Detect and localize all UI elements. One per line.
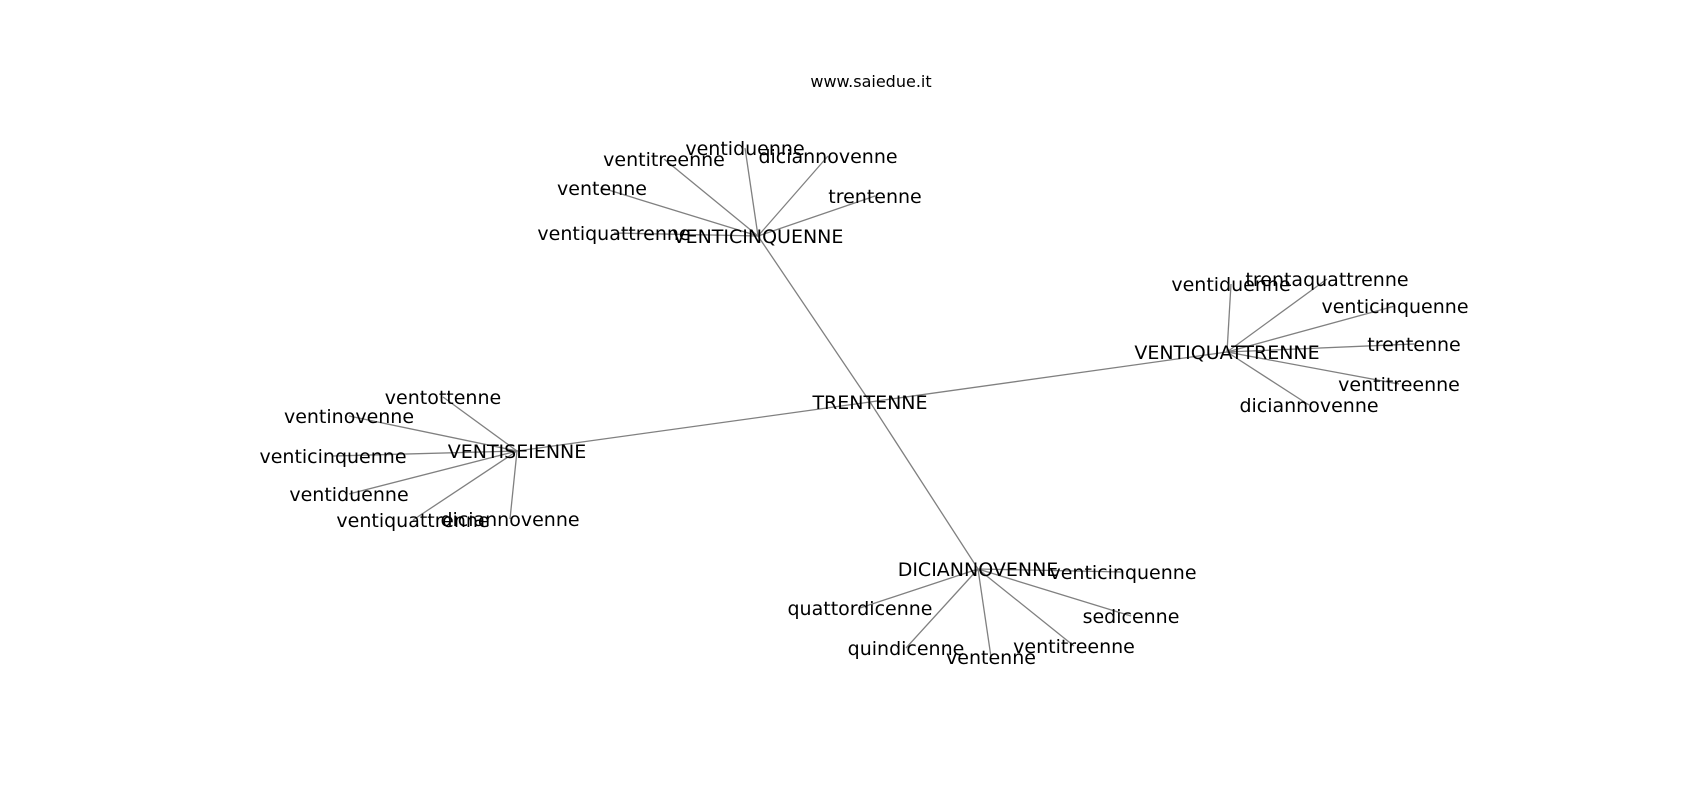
center-node-label: TRENTENNE bbox=[811, 392, 927, 414]
edge-h2-leaf-5 bbox=[1226, 351, 1310, 406]
leaf-node-label: quattordicenne bbox=[788, 598, 933, 620]
edge-h4-leaf-4 bbox=[977, 568, 992, 658]
edge-h1-leaf-3 bbox=[601, 187, 759, 237]
edge-h2-leaf-1 bbox=[1226, 278, 1328, 353]
leaf-node-label: quindicenne bbox=[848, 638, 965, 660]
edge-h1-leaf-4 bbox=[757, 195, 876, 237]
leaf-node-label: diciannovenne bbox=[440, 509, 579, 531]
edge-h1-leaf-0 bbox=[744, 147, 759, 237]
leaf-node-label: trentenne bbox=[828, 186, 922, 208]
edge-h3-leaf-4 bbox=[412, 450, 518, 521]
edge-h1-leaf-1 bbox=[757, 155, 829, 237]
leaf-node-label: ventiduenne bbox=[289, 484, 408, 506]
edge-center-h2 bbox=[869, 351, 1228, 403]
edge-h2-leaf-3 bbox=[1226, 343, 1415, 353]
leaf-node-label: ventinovenne bbox=[284, 406, 414, 428]
hub-node-label: VENTIQUATTRENNE bbox=[1134, 342, 1319, 364]
hub-node-label: DICIANNOVENNE bbox=[898, 559, 1059, 581]
edge-h3-leaf-3 bbox=[348, 450, 518, 495]
edge-h3-leaf-5 bbox=[509, 450, 518, 520]
leaf-node-label: ventenne bbox=[557, 178, 647, 200]
hub-node-label: VENTICINQUENNE bbox=[673, 226, 844, 248]
edge-h1-leaf-5 bbox=[613, 232, 759, 237]
leaf-node-label: venticinquenne bbox=[1049, 562, 1196, 584]
edge-center-h3 bbox=[516, 401, 871, 452]
edge-h4-leaf-5 bbox=[977, 568, 1075, 647]
leaf-node-label: ventenne bbox=[946, 647, 1036, 669]
leaf-node-label: ventiduenne bbox=[1171, 274, 1290, 296]
edge-h3-leaf-0 bbox=[442, 396, 518, 452]
edge-h4-leaf-2 bbox=[977, 568, 1132, 617]
leaf-node-label: ventitreenne bbox=[603, 149, 725, 171]
leaf-node-label: trentenne bbox=[1367, 334, 1461, 356]
edge-center-h4 bbox=[869, 401, 979, 570]
leaf-node-label: diciannovenne bbox=[1239, 395, 1378, 417]
leaf-node-label: trentaquattrenne bbox=[1245, 269, 1408, 291]
leaf-node-label: ventiquattrenne bbox=[537, 223, 690, 245]
edges-layer bbox=[332, 147, 1415, 658]
edge-h4-leaf-1 bbox=[859, 568, 979, 609]
edge-h4-leaf-0 bbox=[977, 568, 1124, 573]
leaf-node-label: venticinquenne bbox=[1321, 296, 1468, 318]
edge-h2-leaf-0 bbox=[1226, 283, 1232, 353]
leaf-node-label: sedicenne bbox=[1083, 606, 1180, 628]
edge-h2-leaf-4 bbox=[1226, 351, 1400, 385]
leaf-node-label: ventiduenne bbox=[685, 138, 804, 160]
edge-h1-leaf-2 bbox=[663, 158, 759, 237]
labels-layer: ventiduennediciannovenneventitreennevent… bbox=[259, 138, 1468, 669]
leaf-node-label: ventitreenne bbox=[1338, 374, 1460, 396]
edge-h3-leaf-2 bbox=[332, 450, 518, 457]
edge-h2-leaf-2 bbox=[1226, 305, 1396, 353]
edge-center-h1 bbox=[757, 235, 871, 403]
edge-h3-leaf-1 bbox=[348, 415, 518, 452]
leaf-node-label: ventottenne bbox=[385, 387, 501, 409]
leaf-node-label: diciannovenne bbox=[758, 146, 897, 168]
leaf-node-label: ventiquattrenne bbox=[336, 510, 489, 532]
leaf-node-label: ventitreenne bbox=[1013, 636, 1135, 658]
hub-node-label: VENTISEIENNE bbox=[448, 441, 587, 463]
diagram-title: www.saiedue.it bbox=[810, 72, 932, 91]
leaf-node-label: venticinquenne bbox=[259, 446, 406, 468]
edge-h4-leaf-3 bbox=[905, 568, 979, 649]
